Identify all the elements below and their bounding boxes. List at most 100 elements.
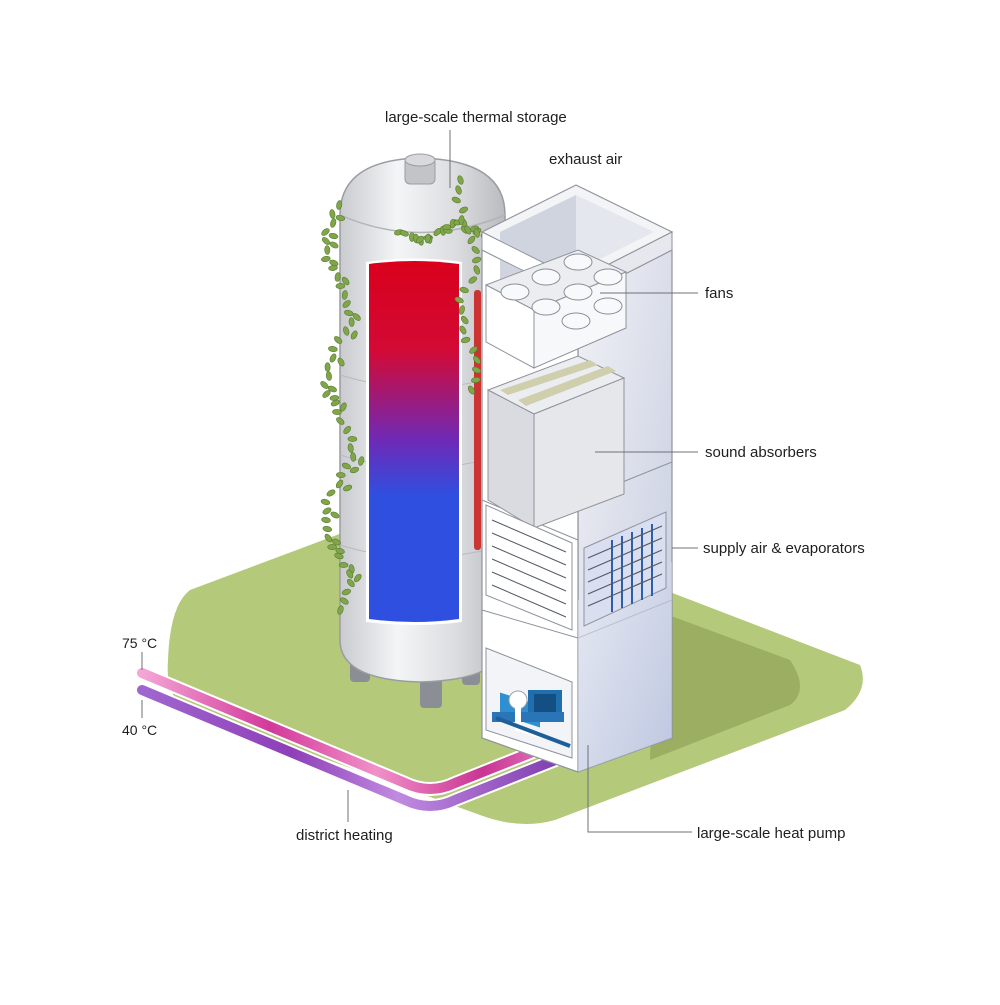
leaf-icon	[324, 533, 333, 543]
leaf-icon	[322, 390, 331, 398]
leaf-icon	[459, 325, 467, 335]
leaf-icon	[341, 290, 348, 300]
callout-lines	[141, 130, 698, 833]
leaf-icon	[458, 215, 465, 225]
fan-icon	[563, 253, 593, 271]
leaf-icon	[329, 209, 336, 219]
leader-heat-pump	[587, 745, 692, 833]
leaf-icon	[335, 479, 344, 489]
leaf-icon	[343, 425, 352, 435]
leaf-icon	[333, 336, 343, 344]
leaf-icon	[336, 417, 345, 425]
leaf-icon	[329, 241, 339, 249]
leaf-icon	[322, 525, 333, 533]
supply-air-grille	[485, 504, 573, 631]
evaporator-coil	[583, 511, 667, 627]
leaf-icon	[331, 538, 341, 546]
leaf-icon	[346, 569, 354, 579]
leaf-icon	[467, 235, 476, 245]
leaf-icon	[349, 466, 360, 474]
leaf-icon	[352, 313, 361, 321]
leaf-icon	[321, 517, 331, 523]
leaf-icon	[334, 272, 341, 282]
leaf-icon	[458, 305, 465, 315]
label-district-heating: district heating	[296, 827, 393, 844]
leaf-icon	[471, 377, 481, 383]
leaf-icon	[472, 256, 482, 264]
fan-icon	[531, 298, 561, 316]
leaf-icon	[337, 605, 344, 615]
leaf-icon	[415, 235, 425, 244]
leaf-icon	[472, 366, 482, 374]
tank-fluid	[369, 261, 459, 622]
leaf-icon	[327, 385, 337, 393]
leaf-icon	[321, 256, 331, 262]
leaf-icon	[473, 228, 480, 238]
leaf-icon	[464, 225, 472, 235]
fan-icon	[593, 268, 623, 286]
leaf-icon	[350, 452, 357, 462]
leaf-icon	[459, 206, 469, 214]
leaf-icon	[350, 330, 358, 340]
leaf-icon	[330, 218, 337, 228]
leaf-icon	[336, 472, 346, 478]
leaf-icon	[467, 385, 475, 395]
fan-icon	[500, 283, 530, 301]
leaf-icon	[327, 544, 337, 550]
district-heating-pipes	[135, 666, 575, 813]
label-temp-supply: 75 °C	[122, 635, 158, 651]
leaf-icon	[321, 228, 330, 236]
leaf-icon	[324, 245, 331, 255]
leaf-icon	[326, 489, 336, 497]
fan-icon	[561, 312, 591, 330]
leaf-icon	[473, 355, 481, 365]
leaf-icon	[399, 230, 409, 237]
fan-icon	[531, 268, 561, 286]
leaf-icon	[334, 552, 344, 560]
label-sound-absorbers: sound absorbers	[705, 444, 817, 461]
leaf-icon	[451, 196, 461, 204]
leaf-icon	[335, 283, 346, 289]
leaf-icon	[340, 597, 349, 605]
leaf-icon	[341, 462, 352, 470]
leaf-icon	[471, 246, 480, 254]
leaf-icon	[348, 317, 355, 327]
leaf-icon	[460, 336, 471, 344]
leaf-icon	[473, 265, 481, 275]
vine-leaves	[320, 175, 505, 615]
label-fans: fans	[705, 285, 734, 302]
leaf-icon	[320, 498, 331, 506]
fan-icon	[563, 283, 593, 301]
fan-icon	[593, 297, 623, 315]
label-exhaust-air: exhaust air	[549, 151, 623, 168]
label-thermal-storage: large-scale thermal storage	[385, 109, 567, 126]
leaf-icon	[338, 562, 349, 568]
leaf-icon	[335, 214, 346, 222]
leaf-icon	[328, 346, 338, 352]
sound-absorbers-module	[486, 355, 626, 529]
leaf-icon	[322, 507, 332, 515]
leaf-icon	[328, 265, 338, 271]
leaf-icon	[469, 346, 478, 354]
leaf-icon	[341, 588, 351, 596]
leaf-icon	[330, 511, 340, 519]
leaf-icon	[455, 185, 462, 195]
label-temp-return: 40 °C	[122, 722, 158, 738]
leaf-icon	[347, 443, 354, 453]
leaf-icon	[358, 456, 365, 466]
heat-pump-tower	[480, 184, 674, 773]
leaf-icon	[332, 409, 342, 415]
return-pipe	[137, 685, 573, 811]
leaf-icon	[328, 232, 339, 240]
leaf-icon	[341, 276, 350, 286]
leaf-icon	[330, 399, 340, 407]
leaf-icon	[460, 315, 469, 325]
heat-pump-unit	[485, 647, 573, 759]
leaf-icon	[343, 326, 350, 336]
leaf-icon	[353, 573, 362, 583]
leaf-icon	[459, 286, 469, 294]
label-heat-pump: large-scale heat pump	[697, 825, 846, 842]
leaf-icon	[424, 233, 431, 244]
